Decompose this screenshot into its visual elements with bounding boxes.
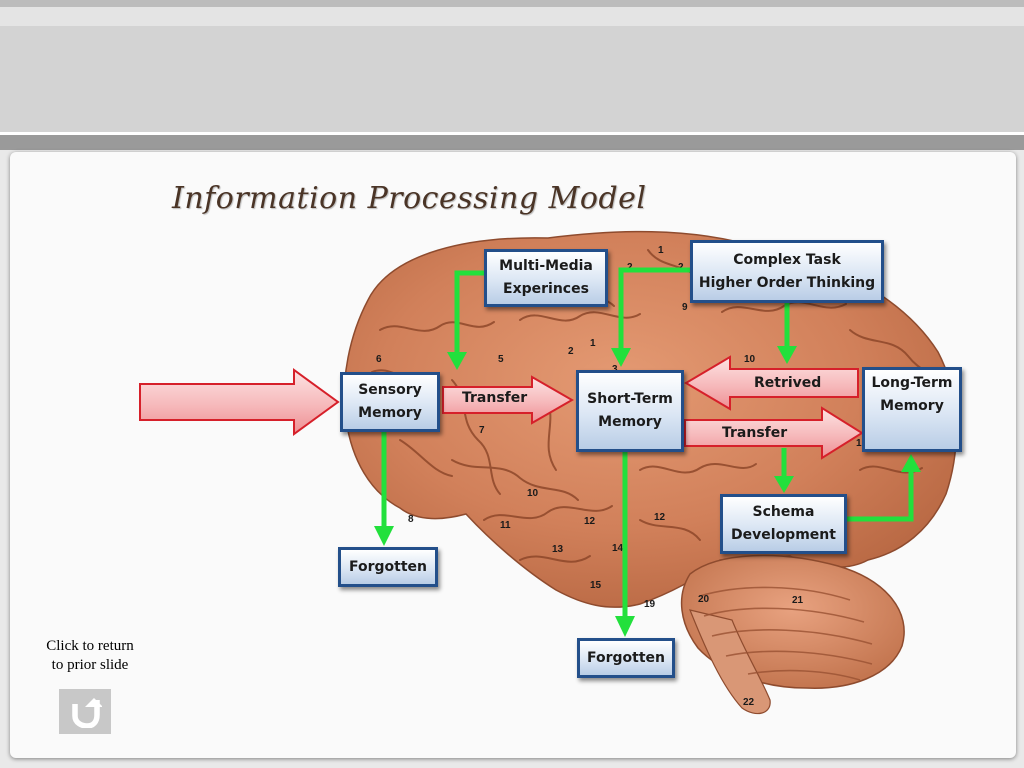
multi-media-label: Multi-Media Experinces	[499, 258, 593, 297]
cerebellum-folds	[699, 586, 873, 681]
brain-number: 3	[612, 364, 618, 375]
brain-number: 7	[479, 425, 485, 436]
brain-number: 10	[744, 354, 756, 365]
brain-number: 20	[698, 594, 710, 605]
brain-number: 6	[376, 354, 382, 365]
return-up-icon	[72, 697, 102, 728]
header-band	[0, 0, 1024, 135]
complex-task-box: Complex Task Higher Order Thinking	[690, 240, 884, 303]
short-term-memory-label: Short-Term Memory	[587, 391, 673, 430]
brain-number-labels: 1 1 1 2 2 2 3 5 6 7 8 9 10 10 11 12 12 1…	[376, 245, 862, 708]
arrow-transfer-to-schema	[774, 448, 794, 493]
schema-development-box: Schema Development	[720, 494, 847, 554]
multi-media-box: Multi-Media Experinces	[484, 249, 608, 307]
retrived-arrow	[684, 355, 859, 411]
schema-development-label: Schema Development	[731, 504, 836, 543]
retrived-label: Retrived	[754, 375, 822, 391]
brain-number: 5	[498, 354, 504, 365]
brain-number: 22	[743, 697, 755, 708]
short-term-memory-box: Short-Term Memory	[576, 370, 684, 452]
arrow-multimedia-to-sensory	[447, 270, 485, 370]
brain-number: 1	[856, 438, 862, 449]
brain-number: 21	[792, 595, 804, 606]
brain-number: 12	[584, 516, 596, 527]
long-term-memory-label: Long-Term Memory	[871, 375, 953, 414]
header-rule	[0, 135, 1024, 150]
brain-stem	[689, 609, 771, 715]
brain-number: 8	[408, 514, 414, 525]
sensory-memory-label: Sensory Memory	[358, 382, 422, 421]
long-term-memory-box: Long-Term Memory	[862, 367, 962, 452]
arrow-complex-to-long-term	[777, 303, 797, 364]
transfer-label-sensory: Transfer	[462, 390, 528, 406]
sensory-memory-box: Sensory Memory	[340, 372, 440, 432]
transfer-arrow-short-term	[684, 406, 864, 460]
brain-number: 19	[644, 599, 656, 610]
brain-number: 13	[552, 544, 564, 555]
brain-number: 1	[658, 245, 664, 256]
brain-number: 15	[590, 580, 602, 591]
return-button[interactable]	[59, 689, 111, 734]
arrow-short-term-to-forgotten	[615, 452, 635, 637]
flow-arrows	[374, 267, 921, 637]
brain-number: 12	[654, 512, 666, 523]
forgotten-label: Forgotten	[586, 649, 665, 666]
brain-number: 14	[612, 543, 624, 554]
brain-number: 10	[527, 488, 539, 499]
transfer-arrow-sensory	[442, 375, 575, 425]
complex-task-label: Complex Task Higher Order Thinking	[698, 251, 876, 291]
arrow-complex-to-short-term	[611, 267, 690, 367]
forgotten-box-sensory: Forgotten	[338, 547, 438, 587]
brain-number: 9	[682, 302, 688, 313]
arrow-schema-to-long-term	[847, 454, 921, 522]
input-arrow	[139, 368, 340, 436]
return-link-text[interactable]: Click to return to prior slide	[46, 638, 134, 673]
transfer-label-short-term: Transfer	[722, 425, 788, 441]
brain-number: 11	[500, 520, 511, 531]
diagram-title: Information Processing Model	[172, 181, 647, 216]
arrow-sensory-to-forgotten	[374, 432, 394, 546]
forgotten-box-short-term: Forgotten	[577, 638, 675, 678]
brain-number: 2	[568, 346, 574, 357]
forgotten-label: Forgotten	[348, 558, 427, 575]
brain-number: 1	[590, 338, 596, 349]
